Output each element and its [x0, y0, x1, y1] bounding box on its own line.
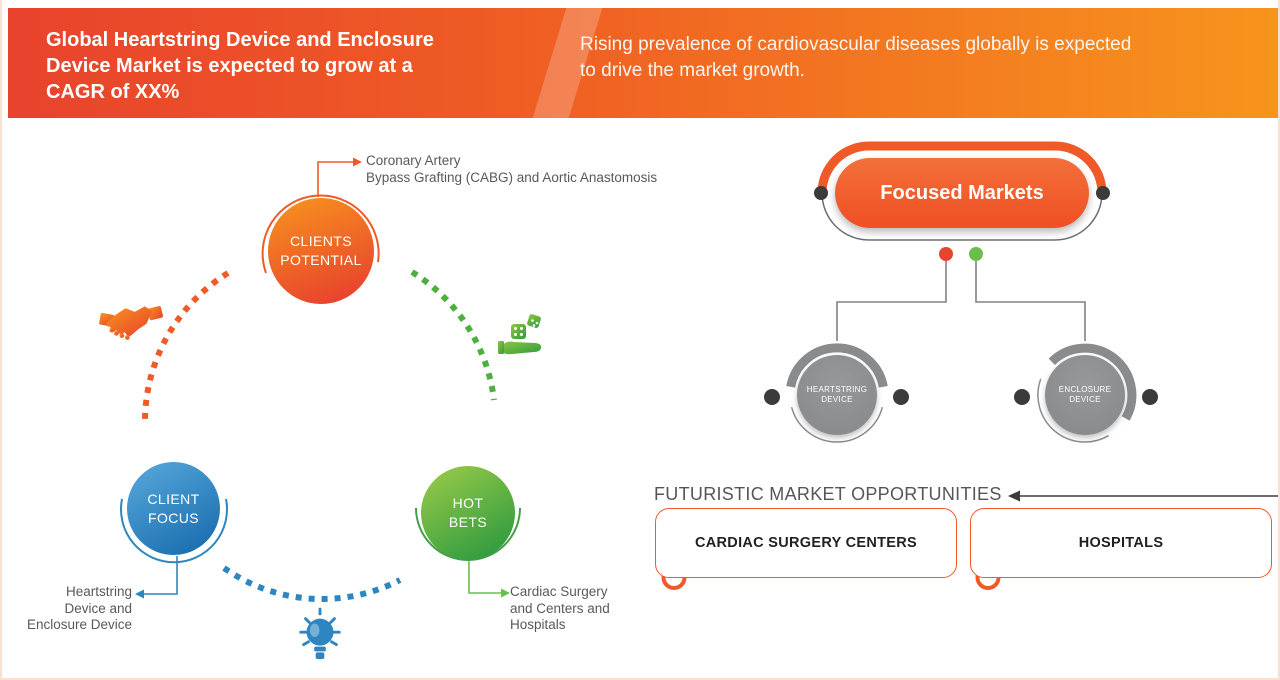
focused-markets-title: Focused Markets [880, 181, 1044, 204]
heading-arrowhead [1008, 490, 1020, 502]
page-title: Global Heartstring Device and Enclosure … [46, 29, 434, 103]
swoosh-arc-hot-bets [415, 507, 521, 561]
opportunity-label-2: HOSPITALS [1078, 535, 1164, 551]
node-left-dot-heartstring [764, 389, 780, 405]
circle-client-focus: CLIENT FOCUS [127, 462, 220, 555]
circle-clients-potential-label: CLIENTS POTENTIAL [280, 233, 362, 268]
circle-hot-bets-label: HOT BETS [448, 495, 488, 530]
connector-clients-potential [317, 161, 353, 197]
opportunities-heading: FUTURISTIC MARKET OPPORTUNITIES [654, 484, 1002, 504]
opportunity-box-hospitals: HOSPITALS [970, 508, 1272, 578]
header-banner: Global Heartstring Device and Enclosure … [8, 8, 1278, 118]
node-enclosure-device: ENCLOSURE DEVICE [1045, 355, 1125, 435]
circle-clients-potential: CLIENTS POTENTIAL [268, 198, 374, 304]
node-thick-arc-enclosure [1048, 343, 1137, 421]
opportunity-label-1: CARDIAC SURGERY CENTERS [694, 535, 917, 551]
opportunity-box-cardiac-surgery-centers: CARDIAC SURGERY CENTERS [655, 508, 957, 578]
arrowhead-client-focus [135, 589, 144, 599]
lightbulb-icon [299, 607, 341, 660]
node-right-dot-enclosure [1142, 389, 1158, 405]
circle-client-focus-label: CLIENT FOCUS [147, 490, 200, 526]
arrowhead-hot-bets [501, 588, 510, 598]
dotted-arc-green [410, 269, 497, 401]
node-thin-arc-heartstring [790, 407, 884, 443]
dotted-arc-blue [222, 565, 402, 603]
connector-client-focus [144, 556, 178, 595]
circle-hot-bets: HOT BETS [421, 466, 515, 560]
pill-left-dot [814, 186, 828, 200]
node-right-dot-heartstring [893, 389, 909, 405]
branch-dot-red [939, 247, 953, 261]
handshake-icon [99, 306, 163, 340]
focused-markets-pill: Focused Markets [835, 158, 1089, 228]
dotted-arc-orange [142, 270, 230, 421]
dice-hand-icon [498, 314, 542, 355]
swoosh-arc-client-focus [120, 498, 228, 564]
branch-dot-green [969, 247, 983, 261]
connector-hot-bets [468, 561, 501, 594]
branch-line-left [836, 261, 947, 341]
node-thick-arc-heartstring [786, 343, 888, 388]
annotation-clients-potential: Coronary Artery Bypass Grafting (CABG) a… [366, 153, 658, 185]
annotation-client-focus: Heartstring Device and Enclosure Device [26, 584, 132, 632]
pill-ring-top [817, 141, 1107, 198]
node-heartstring-device: HEARTSTRING DEVICE [797, 355, 877, 435]
pill-right-dot [1096, 186, 1110, 200]
page-subtitle: Rising prevalence of cardiovascular dise… [580, 34, 1132, 81]
pill-ring-bottom [821, 192, 1103, 241]
arrowhead-clients-potential [353, 157, 362, 167]
node-enclosure-device-label: ENCLOSURE DEVICE [1058, 385, 1112, 404]
branch-line-right [975, 261, 1086, 341]
node-left-dot-enclosure [1014, 389, 1030, 405]
node-thin-arc-enclosure [1037, 378, 1109, 443]
node-heartstring-device-label: HEARTSTRING DEVICE [806, 385, 868, 404]
swoosh-arc-clients-potential [261, 194, 380, 274]
annotation-hot-bets: Cardiac Surgery and Centers and Hospital… [510, 584, 610, 632]
